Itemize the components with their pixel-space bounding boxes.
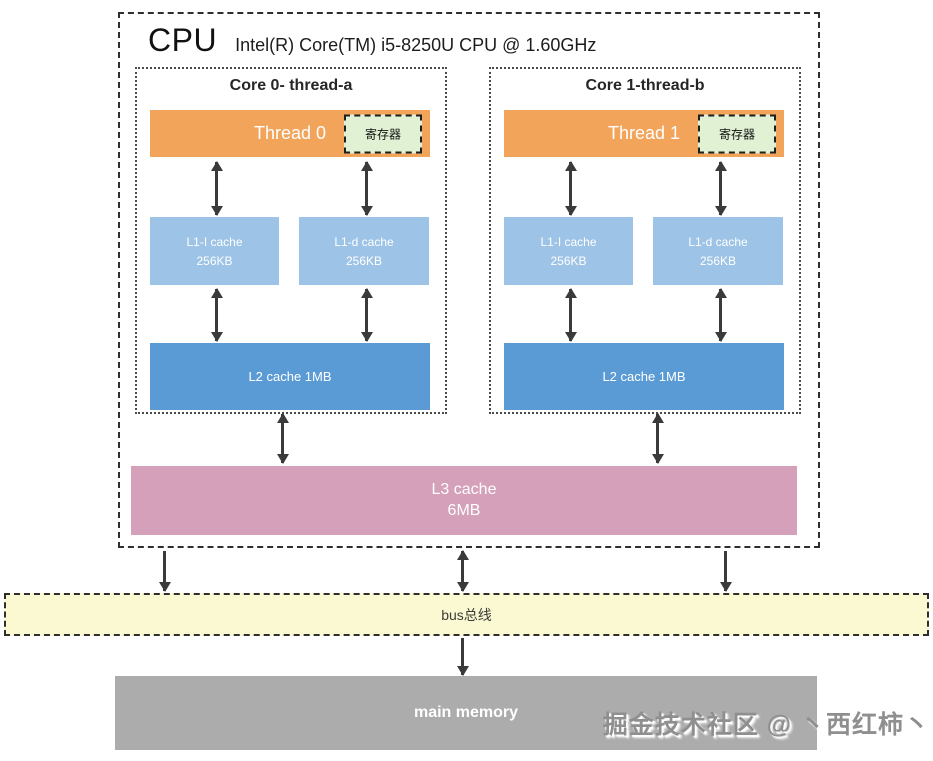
thread-1-label: Thread 1 — [607, 123, 681, 143]
cpu-package-box: CPU Intel(R) Core(TM) i5-8250U CPU @ 1.6… — [118, 12, 820, 548]
thread-0-label: Thread 0 — [253, 123, 327, 143]
bus-label: bus总线 — [441, 606, 492, 623]
core1-l1d-cache-box: L1-d cache 256KB — [653, 217, 783, 285]
core0-l1i-cache-box: L1-I cache 256KB — [150, 217, 279, 285]
arrow-thread1-l1i — [569, 162, 572, 215]
l1i-cache-size: 256KB — [196, 253, 233, 268]
core-0-title: Core 0- thread-a — [229, 77, 353, 94]
arrow-core0-l3 — [281, 414, 284, 463]
arrow-cpu-bus-center — [461, 551, 464, 591]
core-1-title: Core 1-thread-b — [585, 77, 705, 94]
arrow-thread1-l1d — [719, 162, 722, 215]
l2-cache-label: L2 cache 1MB — [602, 369, 686, 384]
register-box: 寄存器 — [344, 114, 422, 153]
arrow-l1i-l2 — [569, 289, 572, 341]
core1-l1i-cache-box: L1-I cache 256KB — [504, 217, 633, 285]
register-label: 寄存器 — [718, 127, 755, 141]
l1d-cache-size: 256KB — [699, 253, 737, 268]
arrow-core1-l3 — [656, 414, 659, 463]
thread-0-box: Thread 0 寄存器 — [150, 110, 430, 157]
l3-cache-box: L3 cache 6MB — [131, 466, 797, 535]
arrow-bus-memory — [461, 638, 464, 675]
arrow-thread0-l1d — [365, 162, 368, 215]
core1-l2-cache-box: L2 cache 1MB — [504, 343, 784, 410]
l1i-cache-name: L1-I cache — [540, 234, 597, 249]
arrow-l1d-l2 — [365, 289, 368, 341]
core-0-box: Core 0- thread-a Thread 0 寄存器 L1-I cache… — [135, 67, 447, 414]
l1i-cache-name: L1-I cache — [186, 234, 243, 249]
cpu-title: CPU — [148, 22, 218, 58]
core0-l2-cache-box: L2 cache 1MB — [150, 343, 430, 410]
arrow-cpu-bus-left — [163, 551, 166, 591]
core-1-box: Core 1-thread-b Thread 1 寄存器 L1-I cache … — [489, 67, 801, 414]
l1d-cache-name: L1-d cache — [688, 234, 748, 249]
register-label: 寄存器 — [364, 127, 401, 141]
register-box: 寄存器 — [698, 114, 776, 153]
thread-1-box: Thread 1 寄存器 — [504, 110, 784, 157]
cpu-model-subtitle: Intel(R) Core(TM) i5-8250U CPU @ 1.60GHz — [235, 35, 597, 55]
watermark-text: 掘金技术社区 @ 丶西红柿丶 — [602, 711, 930, 739]
l2-cache-label: L2 cache 1MB — [248, 369, 332, 384]
l3-cache-name: L3 cache — [431, 481, 497, 498]
arrow-thread0-l1i — [215, 162, 218, 215]
l1i-cache-size: 256KB — [550, 253, 587, 268]
cpu-header: CPU Intel(R) Core(TM) i5-8250U CPU @ 1.6… — [148, 22, 596, 59]
l3-cache-size: 6MB — [447, 502, 481, 519]
bus-box: bus总线 — [4, 593, 929, 636]
core0-l1d-cache-box: L1-d cache 256KB — [299, 217, 429, 285]
arrow-l1i-l2 — [215, 289, 218, 341]
l1d-cache-name: L1-d cache — [334, 234, 394, 249]
l1d-cache-size: 256KB — [345, 253, 383, 268]
arrow-cpu-bus-right — [724, 551, 727, 591]
main-memory-label: main memory — [413, 704, 519, 721]
main-memory-box: main memory — [115, 676, 817, 750]
arrow-l1d-l2 — [719, 289, 722, 341]
